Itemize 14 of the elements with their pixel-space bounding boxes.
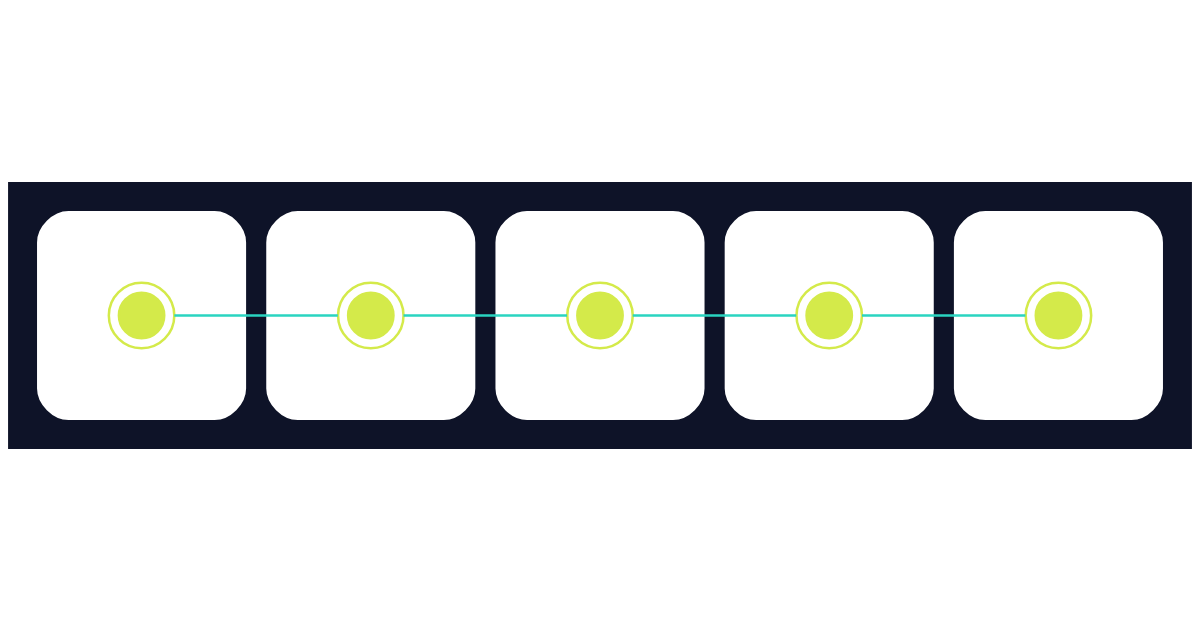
connector (174, 313, 338, 317)
node-circle (1024, 281, 1093, 349)
cluster (37, 210, 247, 420)
connector (403, 313, 567, 317)
cluster (495, 210, 705, 420)
node-circle (107, 281, 176, 349)
cluster (953, 210, 1163, 420)
node-circle (795, 281, 864, 349)
node-circle (566, 281, 634, 349)
connector (632, 313, 797, 317)
cluster (724, 210, 934, 420)
connector (861, 313, 1026, 317)
cluster (266, 210, 476, 420)
node-circle (336, 281, 405, 349)
